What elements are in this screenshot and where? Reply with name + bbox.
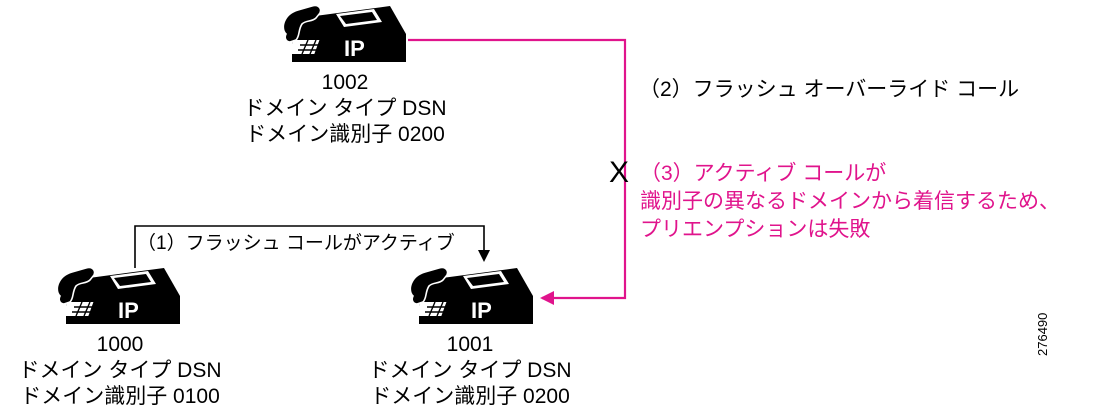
ip-phone-icon: IP bbox=[56, 266, 180, 324]
phone-domain-id: ドメイン識別子 0200 bbox=[245, 123, 445, 146]
phone-domain-type: ドメイン タイプ DSN bbox=[243, 97, 447, 120]
figure-id: 276490 bbox=[1035, 312, 1050, 356]
phone-domain-id: ドメイン識別子 0200 bbox=[370, 385, 570, 408]
ip-phone-1002: IP bbox=[278, 0, 408, 72]
failure-x-mark: X bbox=[609, 156, 630, 189]
phone-label-1000: 1000 ドメイン タイプ DSN ドメイン識別子 0100 bbox=[0, 332, 240, 410]
phone-label-1001: 1001 ドメイン タイプ DSN ドメイン識別子 0200 bbox=[345, 332, 595, 410]
step2-label: （2）フラッシュ オーバーライド コール bbox=[639, 78, 1020, 101]
ip-phone-1001: IP bbox=[405, 262, 535, 334]
phone-number: 1002 bbox=[321, 71, 369, 94]
ip-badge: IP bbox=[344, 36, 365, 61]
phone-domain-type: ドメイン タイプ DSN bbox=[18, 359, 222, 382]
ip-badge: IP bbox=[471, 298, 492, 323]
ip-phone-icon: IP bbox=[409, 266, 533, 324]
phone-number: 1000 bbox=[96, 333, 144, 356]
phone-domain-id: ドメイン識別子 0100 bbox=[20, 385, 220, 408]
phone-domain-type: ドメイン タイプ DSN bbox=[368, 359, 572, 382]
phone-number: 1001 bbox=[446, 333, 494, 356]
ip-badge: IP bbox=[118, 298, 139, 323]
phone-label-1002: 1002 ドメイン タイプ DSN ドメイン識別子 0200 bbox=[200, 70, 490, 148]
step3-label: （3）アクティブ コールが 識別子の異なるドメインから着信するため、 プリエンプ… bbox=[640, 160, 1060, 244]
ip-phone-1000: IP bbox=[52, 262, 182, 334]
step3-line1: （3）アクティブ コールが bbox=[640, 162, 887, 185]
step1-label: （1）フラッシュ コールがアクティブ bbox=[137, 233, 455, 254]
ip-phone-icon: IP bbox=[282, 4, 406, 62]
step3-line2: 識別子の異なるドメインから着信するため、 bbox=[640, 190, 1060, 213]
step3-line3: プリエンプションは失敗 bbox=[640, 218, 871, 241]
